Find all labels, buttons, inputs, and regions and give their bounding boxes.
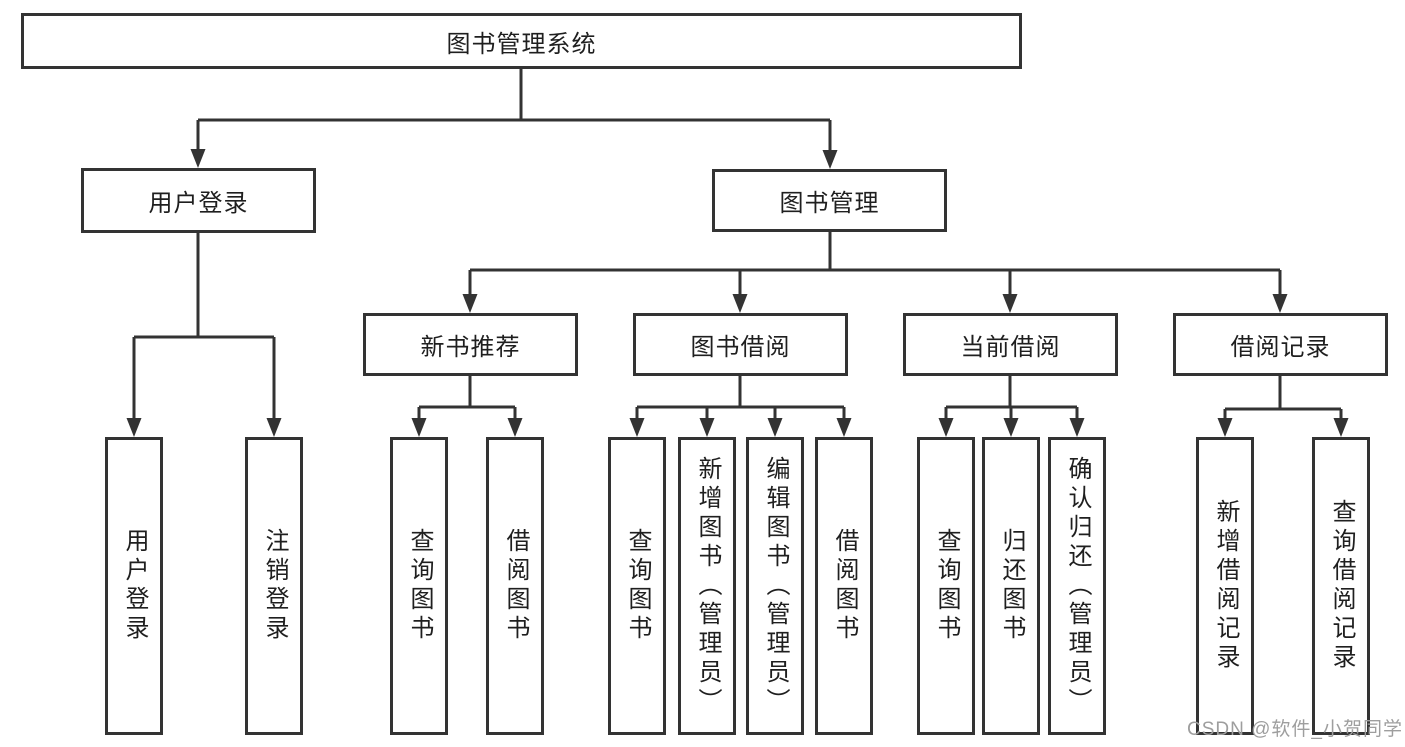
leaf-label: 查询图书 — [406, 528, 433, 644]
node-label: 借阅记录 — [1230, 334, 1331, 361]
leaf-label: 注销登录 — [261, 528, 288, 644]
leaf-query-books-borrowing: 查询图书 — [608, 437, 666, 735]
node-borrowing-records: 借阅记录 — [1173, 313, 1388, 376]
leaf-label: 查询借阅记录 — [1328, 499, 1355, 673]
arrowhead-icon — [822, 150, 838, 169]
node-book-management: 图书管理 — [712, 169, 947, 232]
leaf-label: 归还图书 — [998, 528, 1025, 644]
leaf-query-books-current: 查询图书 — [917, 437, 975, 735]
node-current-borrowing: 当前借阅 — [903, 313, 1118, 376]
leaf-edit-books-admin: 编辑图书（管理员） — [746, 437, 804, 735]
node-label: 图书管理 — [779, 190, 880, 217]
arrowhead-icon — [1003, 418, 1019, 437]
leaf-label: 新增图书（管理员） — [694, 455, 721, 717]
leaf-label: 借阅图书 — [831, 528, 858, 644]
arrowhead-icon — [767, 418, 783, 437]
arrowhead-icon — [126, 418, 142, 437]
node-new-book-recommendation: 新书推荐 — [363, 313, 578, 376]
leaf-return-books: 归还图书 — [982, 437, 1040, 735]
arrowhead-icon — [1069, 418, 1085, 437]
leaf-query-books-recommend: 查询图书 — [390, 437, 448, 735]
arrowhead-icon — [732, 294, 748, 313]
leaf-add-borrowing-record: 新增借阅记录 — [1196, 437, 1254, 735]
arrowhead-icon — [1002, 294, 1018, 313]
node-label: 当前借阅 — [960, 334, 1061, 361]
leaf-label: 查询图书 — [933, 528, 960, 644]
leaf-label: 查询图书 — [624, 528, 651, 644]
arrowhead-icon — [1333, 418, 1349, 437]
node-user-login: 用户登录 — [81, 168, 316, 233]
arrowhead-icon — [629, 418, 645, 437]
arrowhead-icon — [836, 418, 852, 437]
leaf-label: 编辑图书（管理员） — [762, 455, 789, 717]
leaf-label: 用户登录 — [121, 528, 148, 644]
connector-user-login — [126, 233, 282, 437]
leaf-borrow-books-borrowing: 借阅图书 — [815, 437, 873, 735]
leaf-borrow-books-recommend: 借阅图书 — [486, 437, 544, 735]
node-label: 用户登录 — [148, 190, 249, 217]
arrowhead-icon — [1272, 294, 1288, 313]
node-label: 图书借阅 — [690, 334, 791, 361]
leaf-label: 新增借阅记录 — [1212, 499, 1239, 673]
node-label: 新书推荐 — [420, 334, 521, 361]
connector-book-borrowing — [629, 376, 852, 437]
arrowhead-icon — [266, 418, 282, 437]
leaf-label: 借阅图书 — [502, 528, 529, 644]
leaf-logout-login: 注销登录 — [245, 437, 303, 735]
arrowhead-icon — [938, 418, 954, 437]
node-label: 图书管理系统 — [446, 30, 597, 58]
connector-borrowing-records — [1217, 376, 1349, 437]
leaf-user-login: 用户登录 — [105, 437, 163, 735]
arrowhead-icon — [190, 149, 206, 168]
leaf-confirm-return-admin: 确认归还（管理员） — [1048, 437, 1106, 735]
leaf-query-borrowing-record: 查询借阅记录 — [1312, 437, 1370, 735]
connector-book-management — [462, 232, 1288, 313]
leaf-add-books-admin: 新增图书（管理员） — [678, 437, 736, 735]
arrowhead-icon — [1217, 418, 1233, 437]
leaf-label: 确认归还（管理员） — [1064, 455, 1091, 717]
connector-root — [190, 69, 838, 169]
node-library-management-system: 图书管理系统 — [21, 13, 1022, 69]
node-book-borrowing: 图书借阅 — [633, 313, 848, 376]
arrowhead-icon — [507, 418, 523, 437]
arrowhead-icon — [699, 418, 715, 437]
watermark: CSDN @软件_小贺同学 — [1187, 719, 1403, 740]
connector-new-book-recommendation — [411, 376, 523, 437]
arrowhead-icon — [411, 418, 427, 437]
connector-current-borrowing — [938, 376, 1085, 437]
arrowhead-icon — [462, 294, 478, 313]
